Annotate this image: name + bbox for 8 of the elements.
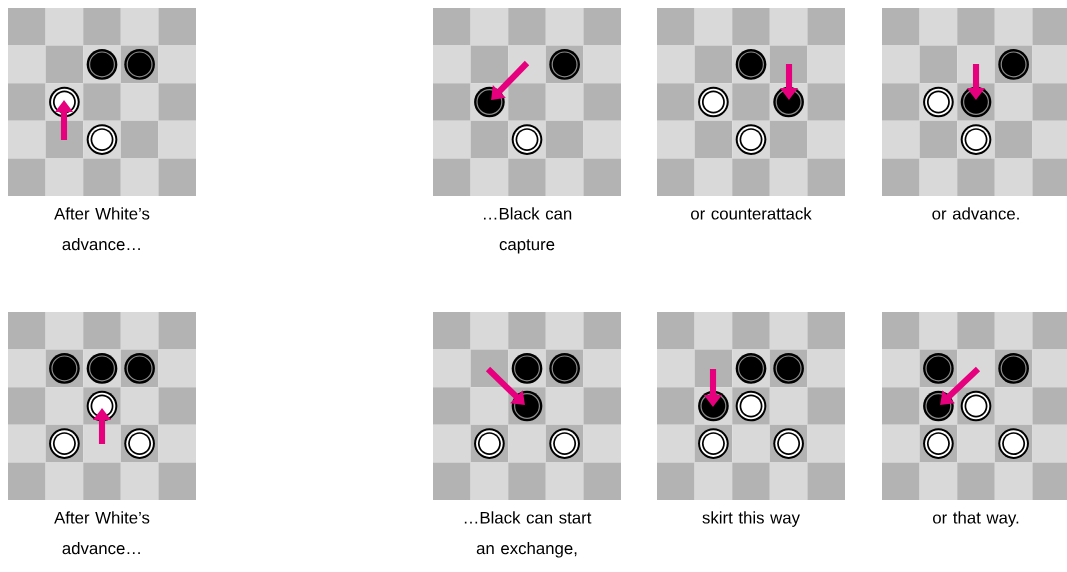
caption: After White’s advance… [54,511,150,555]
caption: …Black can capture [484,207,572,254]
caption: or counterattack [691,207,812,220]
caption: or that way. [933,511,1019,527]
caption: After White’s advance… [54,207,150,251]
caption: skirt this way [702,511,800,527]
caption: or advance. [932,207,1019,220]
caption: …Black can start an exchange, [464,511,592,558]
